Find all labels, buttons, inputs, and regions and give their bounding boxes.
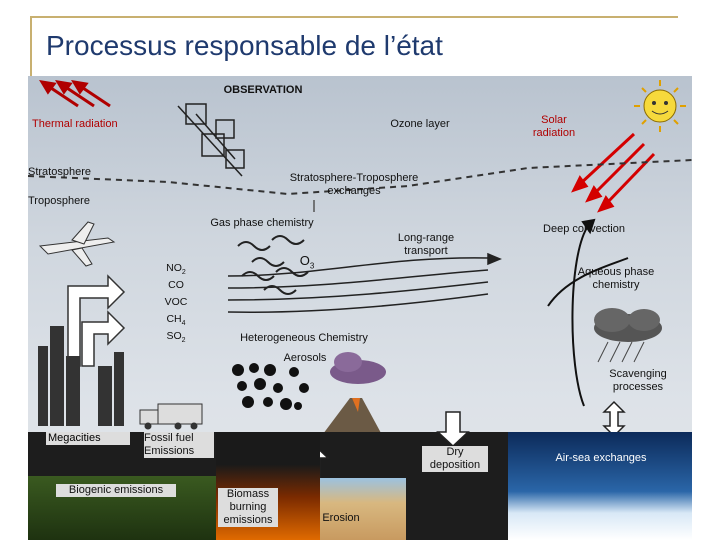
observation-label: OBSERVATION [208, 84, 318, 97]
megacities-label: Megacities [46, 432, 130, 445]
long-range-transport-label: Long-range transport [384, 232, 468, 258]
biomass-burning-label: Biomass burning emissions [218, 488, 278, 527]
species-co: CO [156, 279, 196, 296]
biogenic-emissions-label: Biogenic emissions [56, 484, 176, 497]
species-voc: VOC [156, 296, 196, 313]
erosion-label: Erosion [316, 512, 366, 525]
volcano-icon [314, 352, 388, 446]
atmosphere-diagram: OBSERVATION Thermal radiation Ozone laye… [28, 76, 692, 540]
double-arrow-icon [604, 402, 624, 436]
strat-trop-exchanges-text: Stratosphere-Troposphere exchanges [290, 172, 419, 197]
biomass-burning-text: Biomass burning emissions [224, 488, 273, 526]
fossil-fuel-text: Fossil fuel Emissions [144, 432, 194, 457]
aqueous-phase-chemistry-label: Aqueous phase chemistry [560, 266, 672, 292]
thermal-radiation-label: Thermal radiation [32, 118, 152, 131]
aerosols-label: Aerosols [270, 352, 340, 365]
species-no2: NO2 [156, 262, 196, 279]
species-list: NO2 CO VOC CH4 SO2 [156, 262, 196, 347]
thermal-arrow-icon [42, 82, 110, 106]
cloud-icon [594, 308, 662, 362]
fossil-fuel-label: Fossil fuel Emissions [144, 432, 214, 458]
scavenging-processes-label: Scavenging processes [594, 368, 682, 394]
desert-panel [320, 478, 406, 540]
scavenging-processes-text: Scavenging processes [609, 368, 667, 393]
aqueous-phase-chemistry-text: Aqueous phase chemistry [578, 266, 654, 291]
dry-deposition-label: Dry deposition [422, 446, 488, 472]
ozone-formula: O3 [292, 254, 322, 273]
sea-ice-panel [508, 432, 692, 540]
strat-trop-exchanges-label: Stratosphere-Troposphere exchanges [264, 172, 444, 198]
long-range-transport-text: Long-range transport [398, 232, 454, 257]
airplane-icon [40, 222, 114, 266]
solar-arrows [574, 134, 654, 210]
page-title: Processus responsable de l’état [46, 30, 443, 62]
satellite-icon [178, 104, 244, 176]
solar-radiation-text: Solar radiation [533, 114, 575, 139]
deep-convection-label: Deep convection [536, 223, 632, 236]
species-so2: SO2 [156, 330, 196, 347]
ozone-sub: 3 [310, 262, 314, 271]
air-sea-exchanges-label: Air-sea exchanges [534, 452, 668, 465]
truck-icon [140, 404, 202, 429]
stratosphere-label: Stratosphere [28, 166, 128, 179]
heterogeneous-chemistry-label: Heterogeneous Chemistry [224, 332, 384, 345]
title-frame-top [30, 16, 678, 18]
sun-icon [634, 80, 686, 132]
gas-phase-chemistry-label: Gas phase chemistry [194, 217, 330, 230]
ozone-o: O [300, 253, 310, 268]
solar-radiation-label: Solar radiation [520, 114, 588, 140]
species-ch4: CH4 [156, 313, 196, 330]
aerosol-dots [232, 363, 309, 410]
troposphere-label: Troposphere [28, 195, 128, 208]
dry-deposition-text: Dry deposition [430, 446, 480, 471]
ozone-layer-label: Ozone layer [380, 118, 460, 131]
title-frame-left [30, 16, 32, 76]
